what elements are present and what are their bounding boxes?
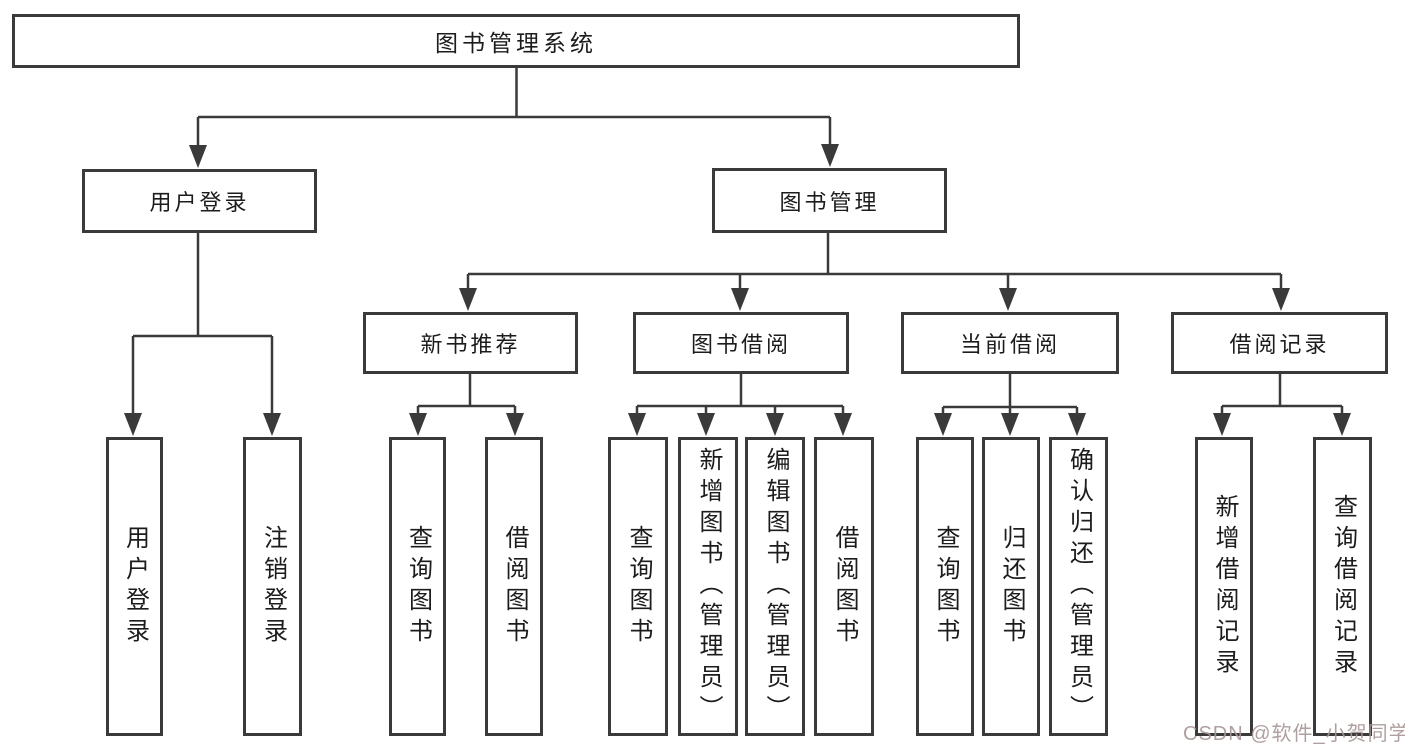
leaf-add-book-admin: 新增图书（管理员） [678, 437, 738, 736]
leaf-return-book-label: 归还图书 [998, 524, 1025, 649]
leaf-query-borrow-record-label: 查询借阅记录 [1329, 493, 1357, 680]
watermark: CSDN @软件_小贺同学 [1183, 723, 1405, 745]
arrowhead-icons [124, 144, 1351, 436]
node-root: 图书管理系统 [12, 14, 1020, 68]
node-book-borrow-label: 图书借阅 [690, 332, 791, 357]
node-borrow-records: 借阅记录 [1171, 312, 1388, 374]
leaf-edit-book-admin: 编辑图书（管理员） [745, 437, 805, 736]
leaf-add-book-admin-label: 新增图书（管理员） [695, 447, 722, 726]
leaf-borrow-book-label: 借阅图书 [831, 524, 858, 649]
node-root-label: 图书管理系统 [435, 30, 597, 56]
leaf-add-borrow-record-label: 新增借阅记录 [1211, 493, 1238, 680]
leaf-query-book-current-label: 查询图书 [932, 524, 959, 649]
node-book-management-label: 图书管理 [779, 189, 880, 215]
leaf-query-book-current: 查询图书 [916, 437, 974, 736]
leaf-borrow-book-recommend: 借阅图书 [485, 437, 543, 736]
leaf-add-borrow-record: 新增借阅记录 [1195, 437, 1253, 736]
leaf-confirm-return-admin: 确认归还（管理员） [1049, 437, 1108, 736]
leaf-query-borrow-record: 查询借阅记录 [1313, 437, 1372, 736]
node-user-login-label: 用户登录 [149, 190, 250, 215]
leaf-logout-label: 注销登录 [259, 524, 287, 649]
leaf-borrow-book: 借阅图书 [814, 437, 874, 736]
node-new-book-recommend: 新书推荐 [363, 312, 578, 374]
node-current-borrow-label: 当前借阅 [959, 332, 1060, 357]
leaf-query-book-borrow: 查询图书 [608, 437, 668, 736]
leaf-query-book-borrow-label: 查询图书 [625, 524, 652, 649]
leaf-return-book: 归还图书 [982, 437, 1040, 736]
leaf-confirm-return-admin-label: 确认归还（管理员） [1065, 447, 1093, 726]
node-current-borrow: 当前借阅 [901, 312, 1119, 374]
leaf-query-book-recommend: 查询图书 [389, 437, 446, 736]
node-user-login: 用户登录 [82, 169, 317, 233]
node-book-management: 图书管理 [712, 168, 947, 233]
node-book-borrow: 图书借阅 [633, 312, 849, 374]
leaf-user-login-label: 用户登录 [121, 524, 149, 649]
leaf-user-login: 用户登录 [106, 437, 163, 736]
connector-paths [131, 68, 1344, 420]
leaf-logout: 注销登录 [243, 437, 302, 736]
leaf-borrow-book-recommend-label: 借阅图书 [501, 524, 528, 649]
leaf-edit-book-admin-label: 编辑图书（管理员） [762, 447, 789, 726]
leaf-query-book-recommend-label: 查询图书 [404, 524, 432, 649]
node-borrow-records-label: 借阅记录 [1229, 332, 1330, 357]
node-new-book-recommend-label: 新书推荐 [420, 332, 521, 357]
